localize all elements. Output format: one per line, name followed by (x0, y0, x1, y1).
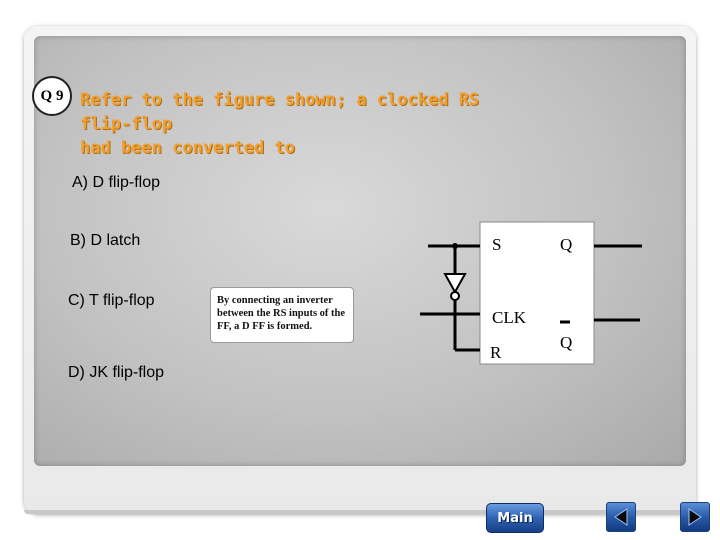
option-a-label: A) D flip-flop (72, 174, 161, 191)
option-b-label: B) D latch (70, 232, 141, 249)
option-c[interactable]: C) T flip-flop (68, 292, 155, 310)
flip-flop-box (479, 221, 595, 365)
main-button-label: Main (497, 510, 533, 526)
option-a[interactable]: A) D flip-flop (72, 174, 160, 192)
question-line-2: flip-flop (80, 114, 173, 134)
question-number-badge: Q 9 (32, 76, 72, 116)
inverter-icon (443, 273, 467, 295)
question-line-3: had been converted to (80, 138, 295, 158)
question-text: Refer to the figure shown; a clocked RS … (80, 88, 540, 160)
question-number: Q 9 (40, 87, 64, 104)
s-label: S (492, 235, 501, 254)
junction-dot (452, 243, 458, 249)
option-d[interactable]: D) JK flip-flop (68, 364, 164, 382)
option-d-label: D) JK flip-flop (68, 364, 165, 381)
question-line-1: Refer to the figure shown; a clocked RS (80, 90, 480, 110)
q-label: Q (560, 235, 572, 254)
main-button[interactable]: Main (486, 503, 544, 533)
previous-button[interactable] (606, 502, 636, 532)
r-label: R (490, 343, 502, 362)
option-b[interactable]: B) D latch (70, 232, 140, 250)
hint-text: By connecting an inverter between the RS… (217, 295, 346, 332)
slide-frame-edge (24, 510, 696, 514)
left-arrow-icon (614, 508, 628, 526)
next-button[interactable] (680, 502, 710, 532)
hint-callout: By connecting an inverter between the RS… (210, 287, 354, 343)
option-c-label: C) T flip-flop (68, 292, 155, 309)
right-arrow-icon (688, 508, 702, 526)
inverter-bubble-icon (450, 291, 460, 301)
q-bar-label: Q (560, 333, 572, 352)
clk-label: CLK (492, 308, 527, 327)
